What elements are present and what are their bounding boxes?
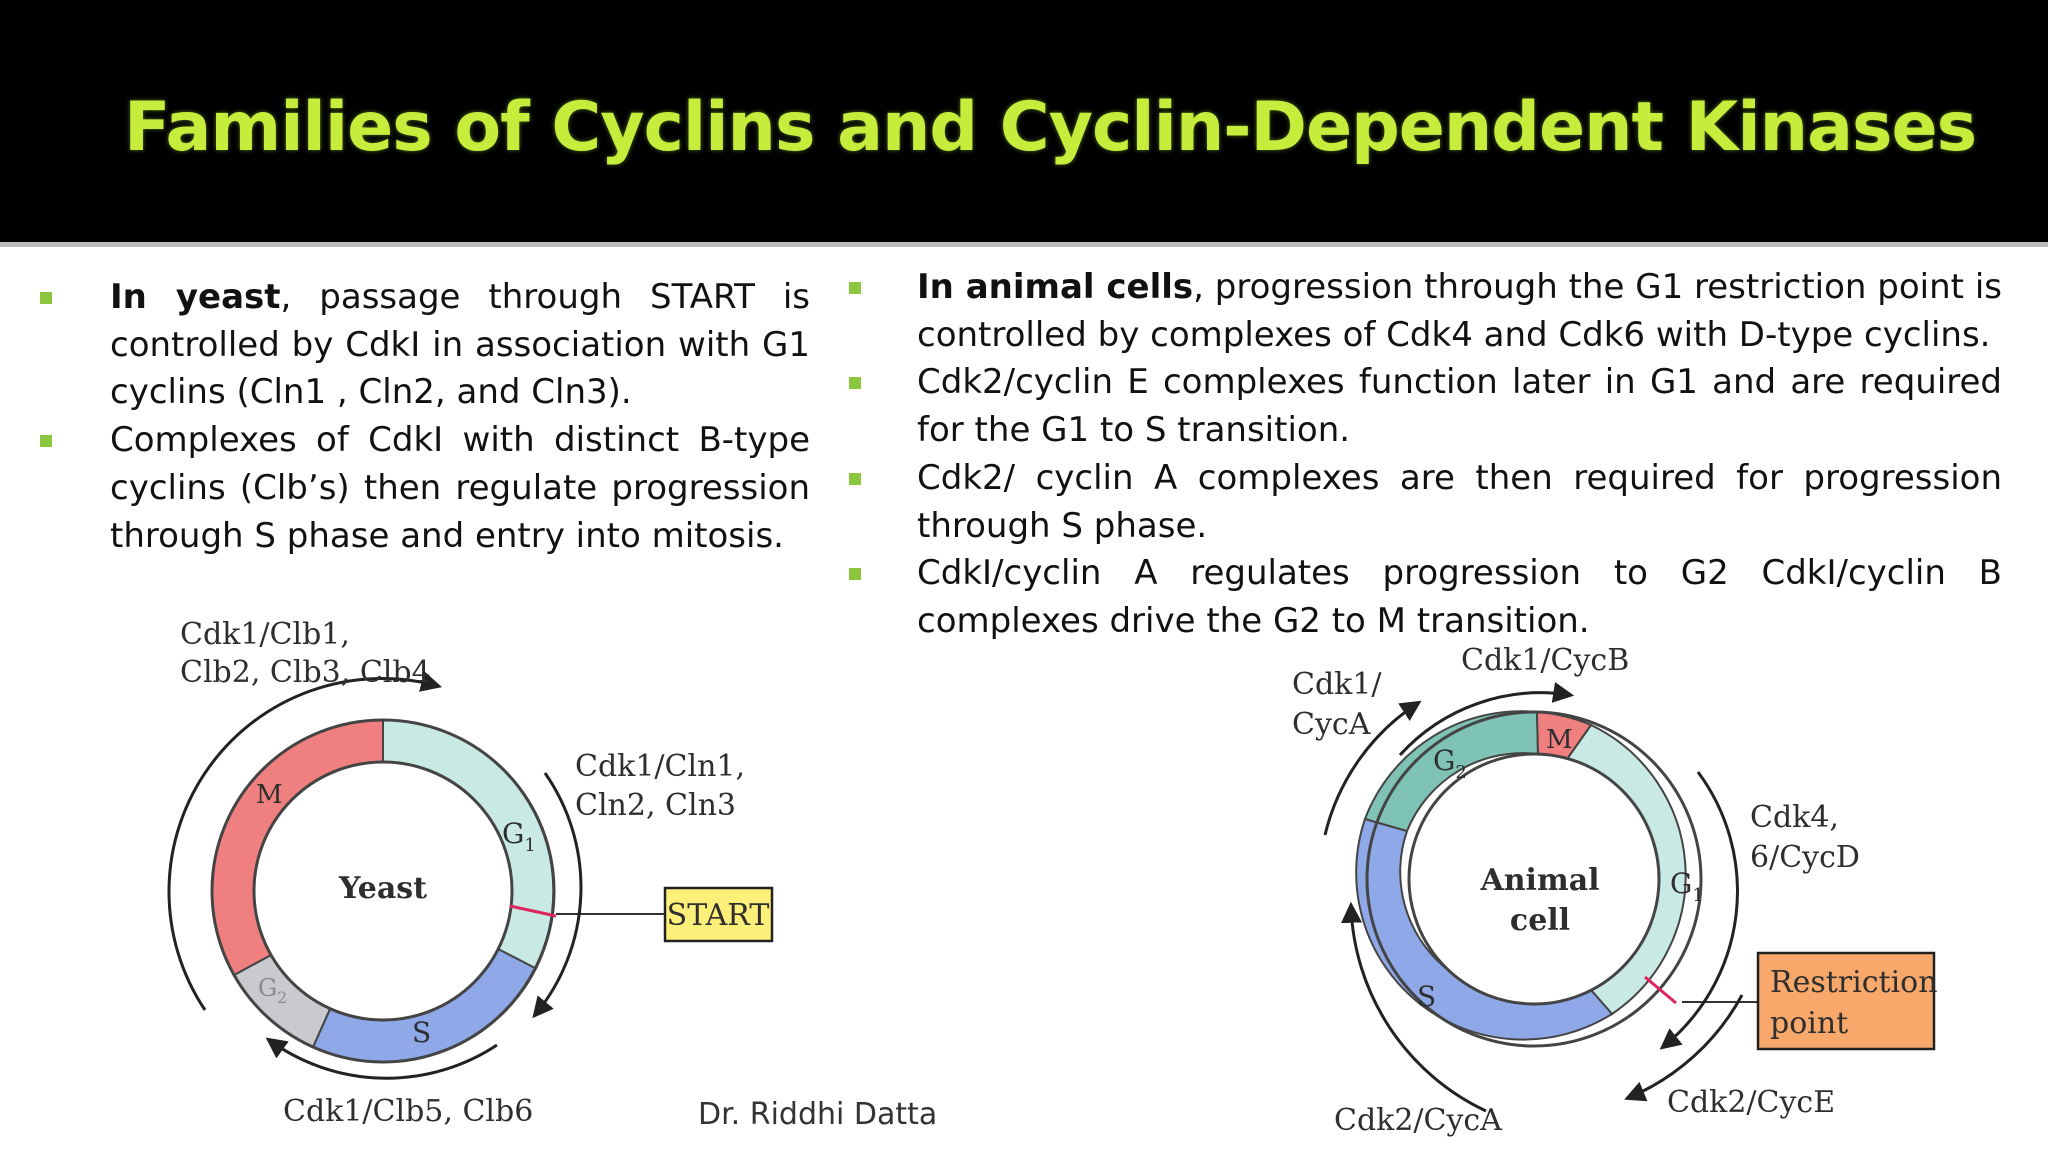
cycd-label-line1: Cdk4, <box>1750 800 1839 835</box>
slide-footer: Dr. Riddhi Datta <box>698 1097 938 1132</box>
title-bar <box>0 0 2048 242</box>
animal-g1-phase-label: G1 <box>1670 867 1704 906</box>
cln-label-line2: Cln2, Cln3 <box>575 788 736 823</box>
cyca-top-label-line2: CycA <box>1292 707 1371 742</box>
restriction-label-line2: point <box>1770 1006 1848 1041</box>
clb5-arrow <box>265 1037 498 1080</box>
clb5-label: Cdk1/Clb5, Clb6 <box>283 1094 533 1129</box>
bullet-yeast-b-type: Complexes of CdkI with distinct B-type c… <box>40 417 810 560</box>
cln-label-line1: Cdk1/Cln1, <box>575 749 745 784</box>
left-bullet-list: In yeast, passage through START is contr… <box>40 274 810 560</box>
bullet-cdk1-cyclin-b: CdkI/cyclin A regulates progression to G… <box>849 550 2002 645</box>
yeast-center-label: Yeast <box>338 871 427 906</box>
cyce-label: Cdk2/CycE <box>1667 1085 1835 1120</box>
g2-phase-label: G2 <box>258 974 287 1007</box>
animal-m-phase-label: M <box>1546 725 1573 755</box>
animal-s-phase-label: S <box>1417 980 1436 1013</box>
title-divider <box>0 242 2048 247</box>
restriction-label-line1: Restriction <box>1770 965 1938 1000</box>
g1-phase-label: G1 <box>502 817 536 856</box>
cyca-top-label-line1: Cdk1/ <box>1292 667 1382 702</box>
slide-title: Families of Cyclins and Cyclin-Dependent… <box>124 88 1977 167</box>
s-phase-label: S <box>412 1016 431 1049</box>
yeast-cell-cycle-diagram: START M G1 S G2 Yeast Cdk1/Clb1, Clb2, C… <box>167 617 774 1129</box>
clb1-label-line2: Clb2, Clb3, Clb4 <box>180 655 431 690</box>
animal-center-line1: Animal <box>1479 863 1599 898</box>
animal-center-line2: cell <box>1510 903 1570 938</box>
cln-arrow <box>532 772 583 1019</box>
animal-g2-phase-label: G2 <box>1433 744 1467 783</box>
cycb-label: Cdk1/CycB <box>1461 643 1629 678</box>
start-label: START <box>667 898 770 933</box>
clb1-arrow <box>167 671 443 1011</box>
animal-cell-cycle-diagram: Restriction point M G2 G1 S Animal cell … <box>1292 643 1938 1138</box>
bullet-yeast-start: In yeast, passage through START is contr… <box>40 274 810 417</box>
m-phase-label: M <box>256 780 283 810</box>
cyca-bottom-label: Cdk2/CycA <box>1334 1103 1502 1138</box>
cycd-label-line2: 6/CycD <box>1750 840 1860 875</box>
restriction-box <box>1756 951 1936 1051</box>
cyca-top-arrow <box>1323 700 1422 836</box>
cyce-arrow <box>1624 994 1744 1102</box>
bullet-cdk2-cyclin-a: Cdk2/ cyclin A complexes are then requir… <box>849 455 2002 550</box>
bullet-animal-restriction: In animal cells, progression through the… <box>849 264 2002 359</box>
right-bullet-list: In animal cells, progression through the… <box>849 264 2002 646</box>
cycb-arrow <box>1398 682 1575 757</box>
bullet-cdk2-cyclin-e: Cdk2/cyclin E complexes function later i… <box>849 359 2002 454</box>
clb1-label-line1: Cdk1/Clb1, <box>180 617 350 652</box>
cycd-arrow <box>1659 771 1739 1050</box>
start-box <box>663 886 774 943</box>
cyca-bottom-arrow <box>1341 901 1487 1113</box>
